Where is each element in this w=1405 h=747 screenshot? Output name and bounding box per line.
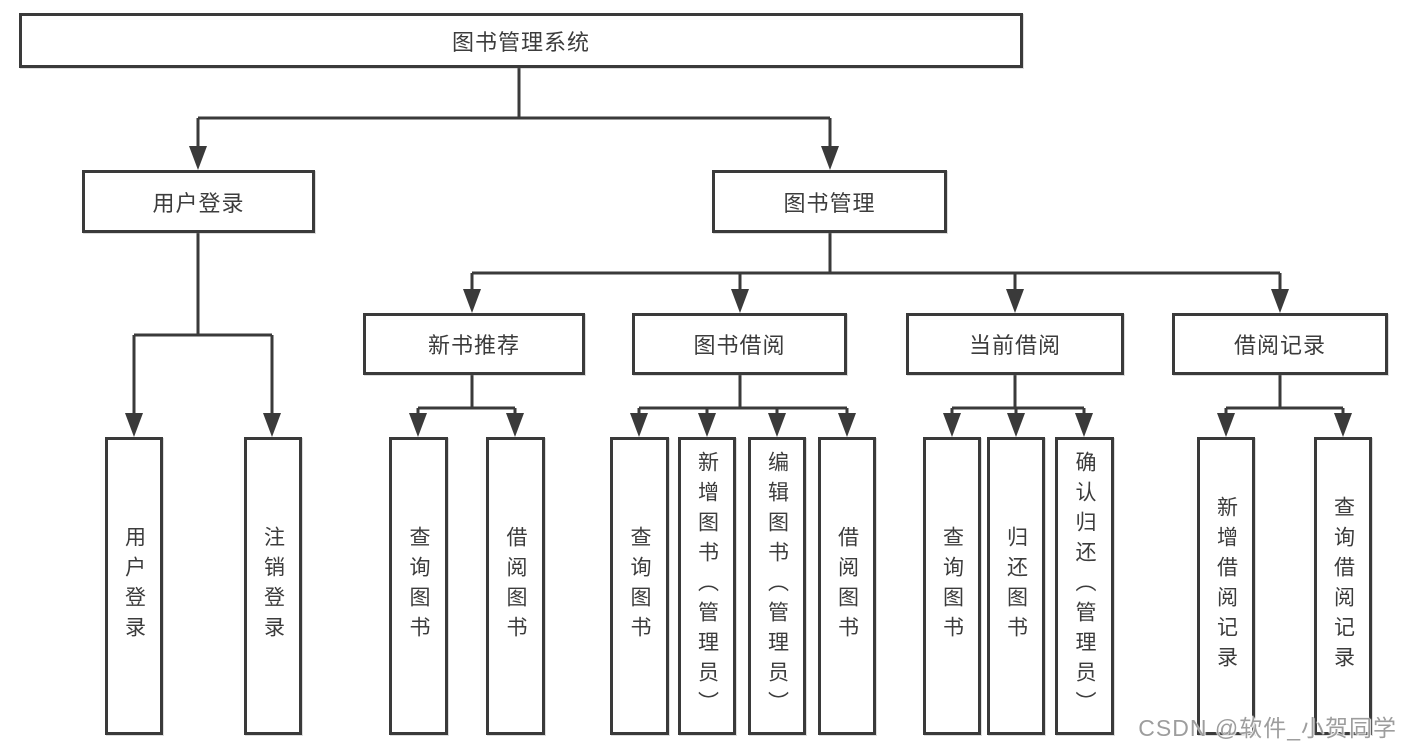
leaf-query-books-recommend: 查询图书 bbox=[389, 437, 448, 735]
leaf-borrow-books-recommend: 借阅图书 bbox=[486, 437, 545, 735]
node-current-borrowing-label: 当前借阅 bbox=[968, 333, 1061, 358]
leaf-edit-books-admin-label: 编辑图书（管理员） bbox=[765, 451, 789, 721]
leaf-return-books: 归还图书 bbox=[987, 437, 1045, 735]
leaf-borrow-books-recommend-label: 借阅图书 bbox=[504, 526, 527, 646]
leaf-user-login-label: 用户登录 bbox=[122, 526, 146, 646]
node-new-book-recommend: 新书推荐 bbox=[363, 313, 585, 375]
node-new-book-recommend-label: 新书推荐 bbox=[427, 333, 520, 358]
leaf-query-books-borrowing: 查询图书 bbox=[610, 437, 669, 735]
node-root-system: 图书管理系统 bbox=[19, 13, 1023, 68]
node-root-system-label: 图书管理系统 bbox=[451, 29, 590, 55]
leaf-add-borrow-record-label: 新增借阅记录 bbox=[1214, 496, 1238, 676]
node-user-login: 用户登录 bbox=[82, 170, 315, 233]
leaf-borrow-books-label: 借阅图书 bbox=[835, 526, 859, 646]
node-book-management-label: 图书管理 bbox=[783, 190, 876, 216]
leaf-query-books-borrowing-label: 查询图书 bbox=[628, 526, 651, 646]
leaf-query-books-recommend-label: 查询图书 bbox=[407, 526, 430, 646]
node-book-borrowing: 图书借阅 bbox=[632, 313, 847, 375]
leaf-borrow-books: 借阅图书 bbox=[818, 437, 876, 735]
leaf-return-books-label: 归还图书 bbox=[1004, 526, 1028, 646]
csdn-watermark: CSDN @软件_小贺同学 bbox=[1138, 715, 1397, 741]
leaf-edit-books-admin: 编辑图书（管理员） bbox=[748, 437, 806, 735]
leaf-query-borrow-record-label: 查询借阅记录 bbox=[1331, 496, 1355, 676]
node-book-management: 图书管理 bbox=[712, 170, 947, 233]
leaf-logout: 注销登录 bbox=[244, 437, 302, 735]
node-current-borrowing: 当前借阅 bbox=[906, 313, 1124, 375]
leaf-add-books-admin-label: 新增图书（管理员） bbox=[695, 451, 719, 721]
leaf-query-borrow-record: 查询借阅记录 bbox=[1314, 437, 1372, 735]
leaf-add-books-admin: 新增图书（管理员） bbox=[678, 437, 736, 735]
leaf-user-login: 用户登录 bbox=[105, 437, 163, 735]
leaf-confirm-return-admin: 确认归还（管理员） bbox=[1055, 437, 1114, 735]
node-borrowing-records: 借阅记录 bbox=[1172, 313, 1388, 375]
node-book-borrowing-label: 图书借阅 bbox=[693, 333, 786, 358]
leaf-add-borrow-record: 新增借阅记录 bbox=[1197, 437, 1255, 735]
node-borrowing-records-label: 借阅记录 bbox=[1233, 333, 1326, 358]
leaf-confirm-return-admin-label: 确认归还（管理员） bbox=[1073, 451, 1096, 721]
node-user-login-label: 用户登录 bbox=[152, 190, 245, 216]
leaf-query-books-current: 查询图书 bbox=[923, 437, 981, 735]
leaf-logout-label: 注销登录 bbox=[261, 526, 285, 646]
leaf-query-books-current-label: 查询图书 bbox=[940, 526, 964, 646]
